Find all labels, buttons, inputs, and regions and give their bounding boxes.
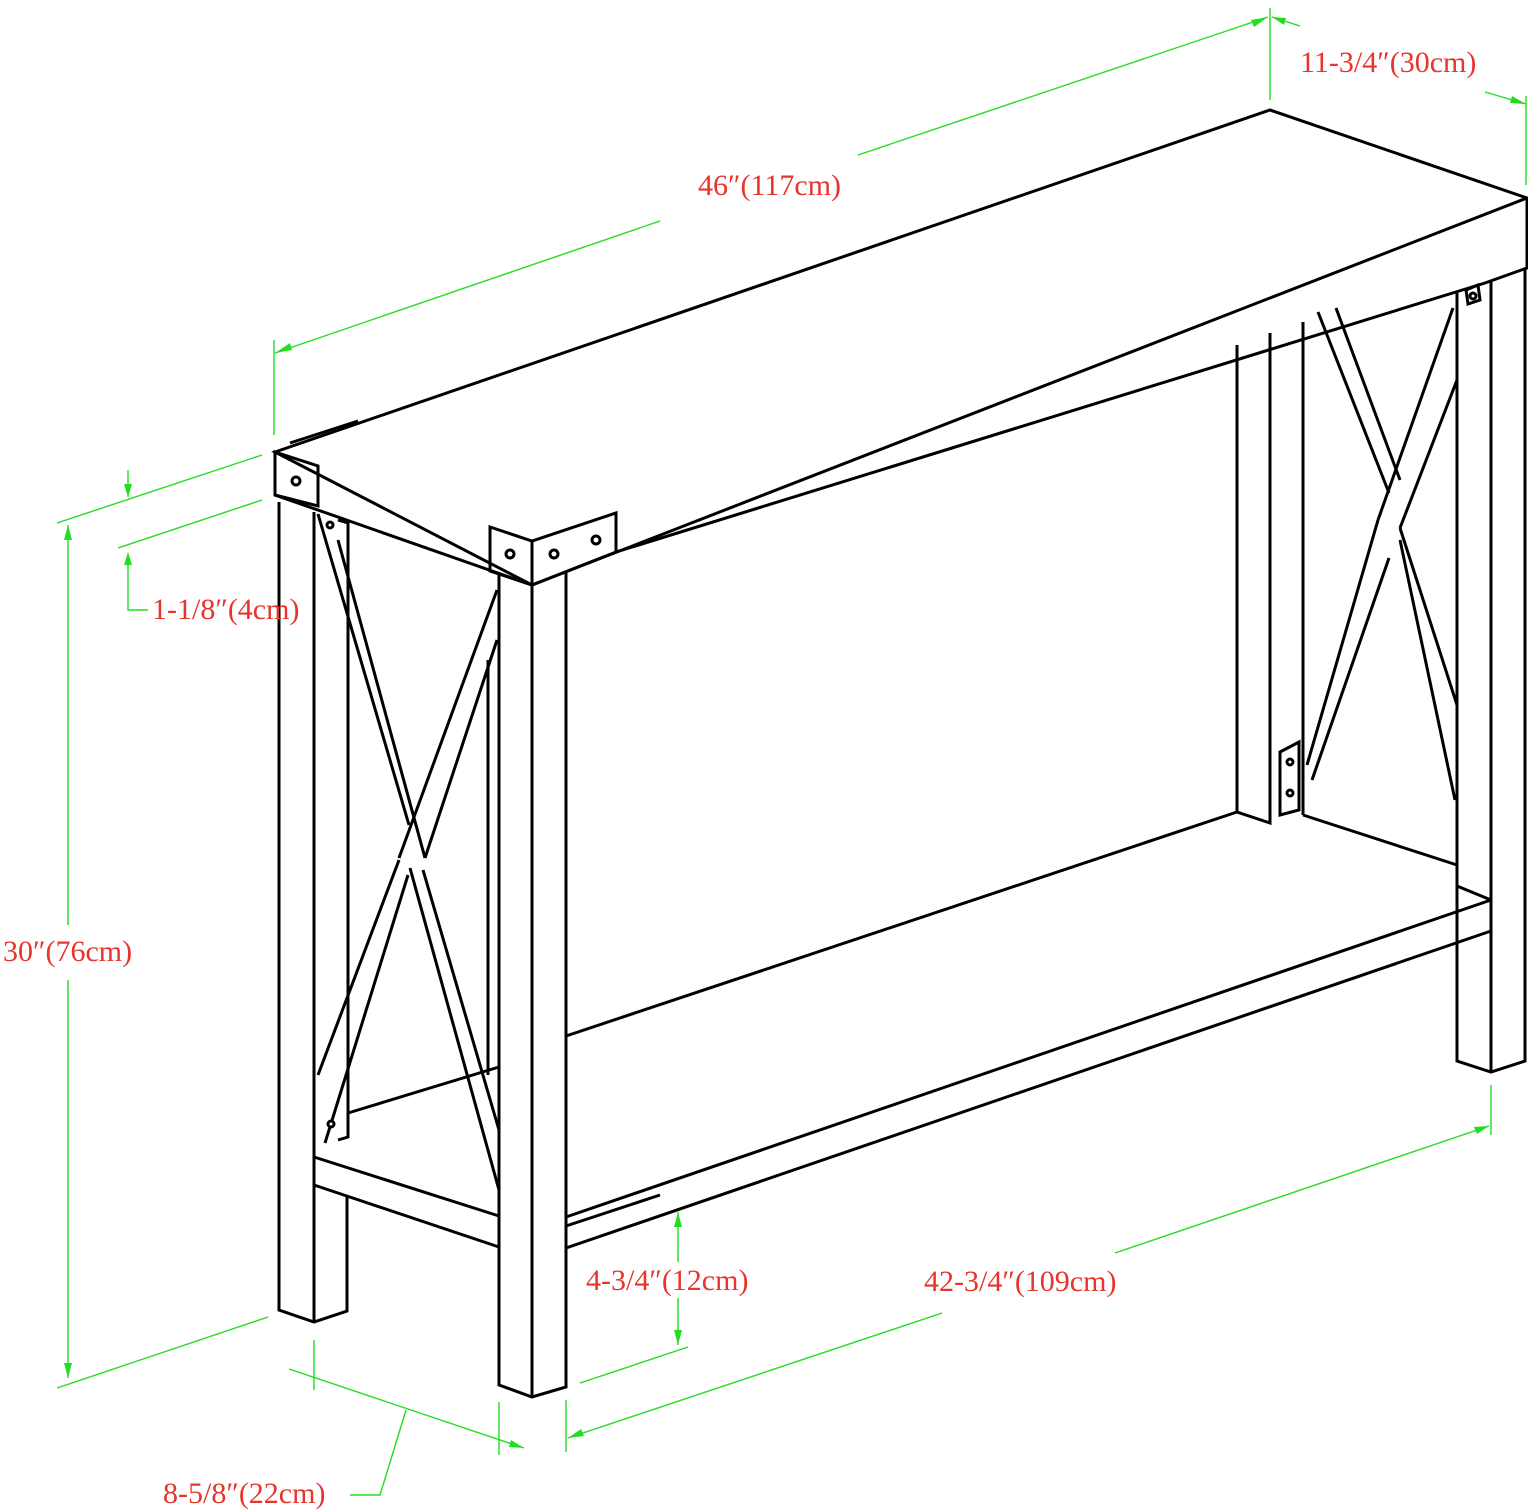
x-frame-right xyxy=(1278,307,1459,867)
table-drawing xyxy=(271,108,1528,1399)
depth-label: 11-3/4″(30cm) xyxy=(1300,46,1476,79)
leg-front-right xyxy=(497,573,568,1399)
height-dimension-line xyxy=(56,525,269,1389)
dimension-lines xyxy=(56,8,1527,1496)
length-label: 46″(117cm) xyxy=(698,169,841,202)
depth-dimension-line xyxy=(1271,16,1527,185)
corner-bracket-front-right xyxy=(488,510,618,587)
x-frame-left xyxy=(316,513,501,1191)
leg-back-left xyxy=(1235,322,1305,826)
corner-bracket-front-left xyxy=(273,449,320,508)
tabletop xyxy=(271,108,1528,587)
length-dimension-line xyxy=(273,8,1271,435)
bottom-shelf xyxy=(313,810,1493,1250)
dimension-labels: 46″(117cm) 11-3/4″(30cm) 1-1/8″(4cm) 30″… xyxy=(3,46,1476,1510)
top-thickness-dimension-line xyxy=(56,454,263,611)
shelf-clearance-label: 4-3/4″(12cm) xyxy=(586,1264,748,1297)
shelf-clearance-dimension-line xyxy=(579,1212,689,1384)
corner-bracket-back-right xyxy=(1464,282,1482,306)
shelf-length-label: 42-3/4″(109cm) xyxy=(924,1265,1116,1298)
top-thickness-label: 1-1/8″(4cm) xyxy=(152,593,299,626)
leg-back-right xyxy=(1455,268,1527,1074)
shelf-length-dimension-line xyxy=(565,1085,1492,1452)
leg-depth-label: 8-5/8″(22cm) xyxy=(163,1477,325,1510)
leg-depth-dimension-line xyxy=(288,1340,525,1496)
leg-front-left xyxy=(277,502,349,1324)
height-label: 30″(76cm) xyxy=(3,935,132,968)
